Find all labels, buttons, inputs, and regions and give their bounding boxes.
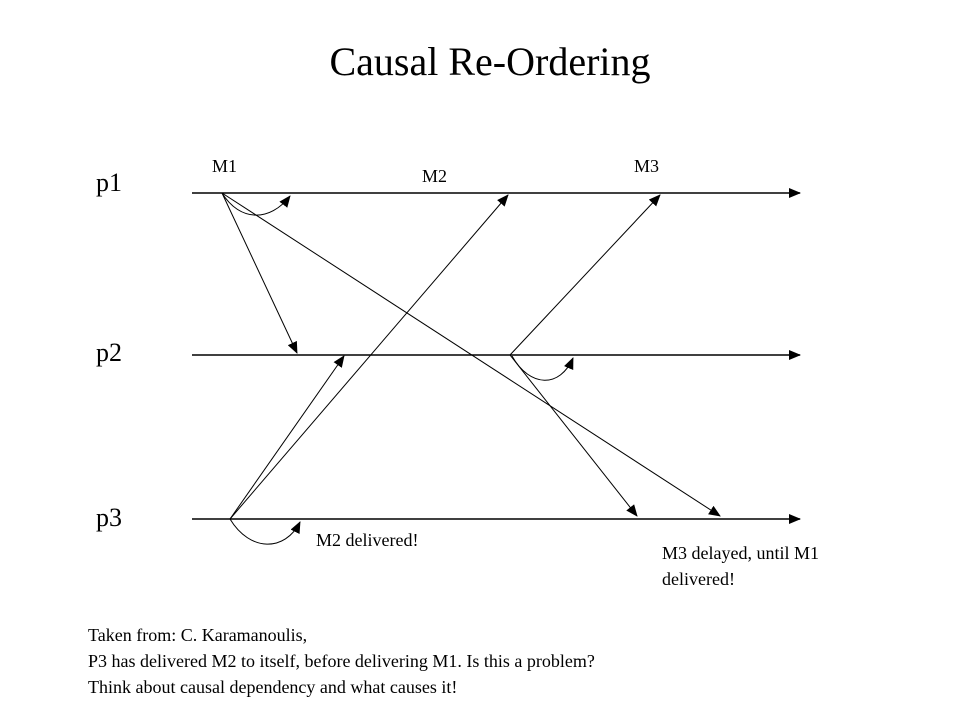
message-label-m1: M1 xyxy=(212,156,238,176)
m1-to-p2-arrow xyxy=(221,192,298,354)
message-label-m2: M2 xyxy=(422,166,448,186)
process-label-p3: p3 xyxy=(96,503,122,532)
caption-line-3: Think about causal dependency and what c… xyxy=(88,677,458,697)
m2-self-delivery-arrow xyxy=(229,518,301,545)
process-label-p1: p1 xyxy=(96,168,122,197)
caption: Taken from: C. Karamanoulis, P3 has deli… xyxy=(88,622,948,700)
m3-self-delivery-arrow xyxy=(511,355,574,381)
note-m3-delayed-line2: delivered! xyxy=(662,569,735,589)
note-m3-delayed-line1: M3 delayed, until M1 xyxy=(662,543,819,563)
note-m3-delayed: M3 delayed, until M1 delivered! xyxy=(662,540,819,592)
note-m2-delivered: M2 delivered! xyxy=(316,530,419,550)
caption-line-1: Taken from: C. Karamanoulis, xyxy=(88,625,308,645)
m1-self-delivery-arrow xyxy=(221,192,291,216)
m3-to-p3-arrow xyxy=(509,354,638,517)
diagram-title: Causal Re-Ordering xyxy=(329,39,651,84)
m1-to-p3-arrow xyxy=(221,192,721,517)
process-label-p2: p2 xyxy=(96,338,122,367)
m2-to-p2-arrow xyxy=(229,355,345,520)
caption-line-2: P3 has delivered M2 to itself, before de… xyxy=(88,651,595,671)
message-label-m3: M3 xyxy=(634,156,660,176)
m2-to-p1-arrow xyxy=(229,194,509,520)
m3-to-p1-arrow xyxy=(509,194,661,356)
